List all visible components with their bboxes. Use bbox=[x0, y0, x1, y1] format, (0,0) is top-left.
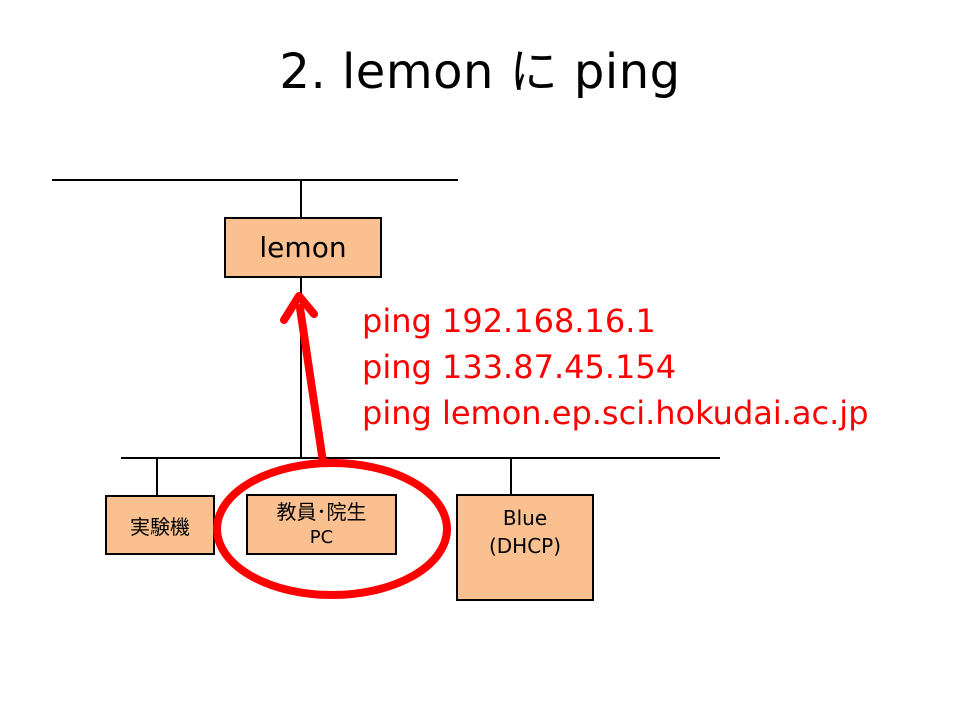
lower-network-bus bbox=[121, 457, 720, 459]
blue-drop bbox=[510, 458, 512, 496]
ping-command-hostname: ping lemon.ep.sci.hokudai.ac.jp bbox=[362, 394, 869, 432]
lab-machine-label: 実験機 bbox=[130, 514, 190, 539]
lemon-downlink bbox=[300, 277, 302, 459]
lemon-label: lemon bbox=[259, 231, 347, 264]
ping-arrowhead bbox=[280, 292, 318, 324]
ping-command-ip-private: ping 192.168.16.1 bbox=[362, 302, 656, 340]
lab-machine-node: 実験機 bbox=[105, 495, 215, 555]
blue-label-line2: (DHCP) bbox=[488, 534, 562, 558]
ping-arrow bbox=[296, 304, 327, 466]
staff-pc-node: 教員･院生 PC bbox=[246, 494, 397, 555]
upper-network-bus bbox=[52, 179, 458, 181]
lemon-uplink bbox=[300, 180, 302, 218]
blue-label-line1: Blue bbox=[502, 506, 548, 530]
staff-pc-highlight-ellipse bbox=[213, 459, 451, 599]
slide-title: 2. lemon に ping bbox=[279, 44, 681, 100]
ping-commands: ping 192.168.16.1 ping 133.87.45.154 pin… bbox=[362, 298, 869, 436]
ping-command-ip-global: ping 133.87.45.154 bbox=[362, 348, 677, 386]
blue-node: Blue (DHCP) bbox=[456, 494, 594, 601]
lemon-node: lemon bbox=[224, 217, 382, 278]
lab-machine-drop bbox=[156, 458, 158, 496]
staff-pc-label-line1: 教員･院生 bbox=[276, 500, 367, 524]
staff-pc-label-line2: PC bbox=[309, 527, 334, 548]
